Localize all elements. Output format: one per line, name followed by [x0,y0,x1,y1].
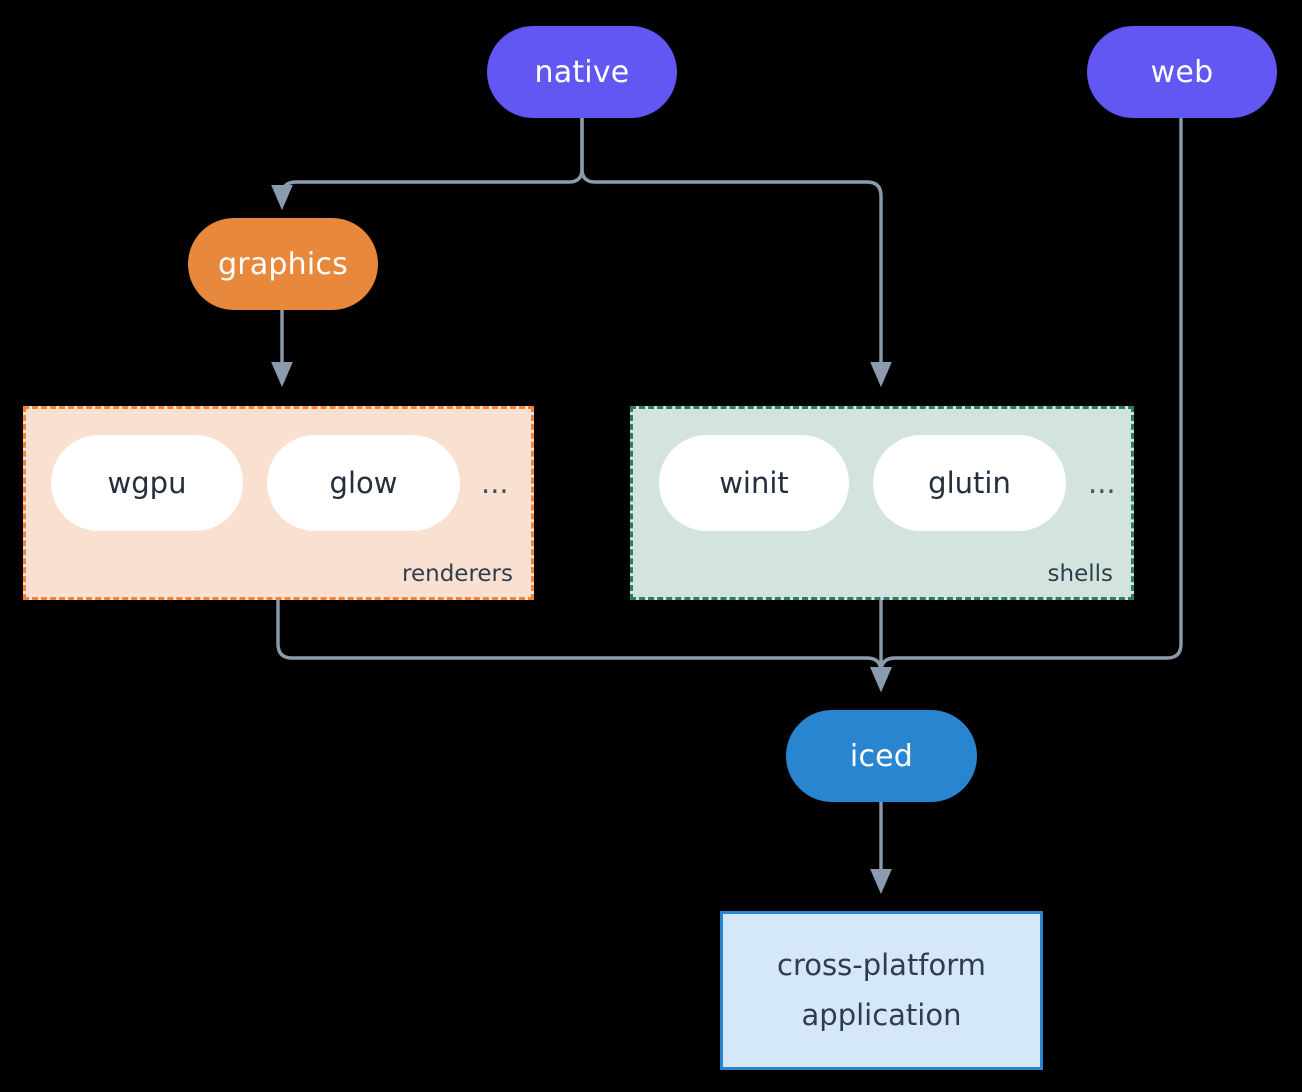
chip-glutin[interactable]: glutin [873,435,1066,531]
chip-winit[interactable]: winit [659,435,849,531]
chip-glutin-label: glutin [928,466,1011,500]
chip-winit-label: winit [719,466,789,500]
node-native-label: native [534,54,630,90]
node-iced-label: iced [849,738,914,774]
node-web[interactable]: web [1087,26,1277,118]
node-application[interactable]: cross-platform application [720,911,1043,1070]
node-iced[interactable]: iced [786,710,977,802]
renderers-more-ellipsis: ... [481,466,509,500]
node-application-line2: application [801,997,962,1032]
group-renderers-label: renderers [402,561,513,587]
chip-glow-label: glow [329,466,398,500]
chip-wgpu-label: wgpu [107,466,187,500]
node-web-label: web [1150,54,1214,90]
node-native[interactable]: native [487,26,677,118]
node-graphics[interactable]: graphics [188,218,378,310]
shells-more-ellipsis: ... [1088,466,1116,500]
node-graphics-label: graphics [218,246,348,282]
group-shells-label: shells [1047,561,1113,587]
group-shells[interactable]: winit glutin ... shells [630,406,1134,600]
chip-wgpu[interactable]: wgpu [51,435,243,531]
chip-glow[interactable]: glow [267,435,460,531]
edge-native-to-graphics [271,118,584,211]
group-renderers[interactable]: wgpu glow ... renderers [23,406,534,600]
node-application-line1: cross-platform [777,947,986,982]
edge-native-to-shells [580,118,892,388]
edge-renderers-to-iced [276,600,892,693]
edge-web-to-iced [870,118,1183,693]
